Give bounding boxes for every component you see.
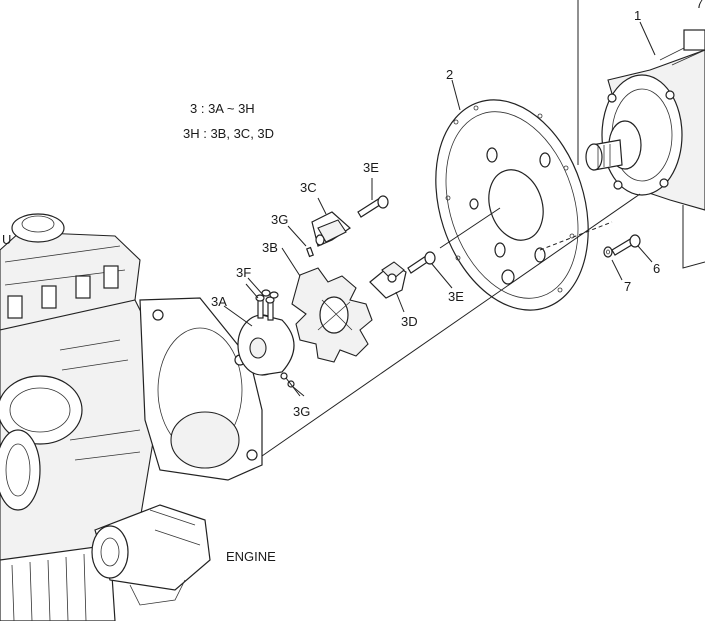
- bolt-6: [611, 234, 641, 256]
- coupling-hub-3A: [237, 289, 295, 388]
- bracket-3D: [369, 261, 407, 299]
- label-part-3E-top: 3E: [363, 160, 379, 175]
- label-part-1: 1: [634, 8, 641, 23]
- bolt-3E-upper: [357, 195, 389, 218]
- drive-plate-2: [435, 99, 589, 311]
- label-part-3G-bottom: 3G: [293, 404, 310, 419]
- injectors: [7, 265, 119, 319]
- label-part-6: 6: [653, 261, 660, 276]
- leader-lines: [223, 0, 705, 457]
- elastic-element-3B: [291, 267, 373, 363]
- starter-motor: [91, 504, 211, 606]
- label-part-3A: 3A: [211, 294, 227, 309]
- svg-text:U: U: [2, 232, 11, 247]
- engine-assembly: U: [0, 213, 263, 621]
- oil-filler-cap: [11, 213, 65, 243]
- group-note-line-1: 3 : 3A ~ 3H: [190, 101, 255, 116]
- bolt-3E-right: [407, 251, 436, 274]
- hydraulic-pump-1: [585, 29, 705, 211]
- label-part-3C: 3C: [300, 180, 317, 195]
- label-part-3F: 3F: [236, 265, 251, 280]
- label-part-3D: 3D: [401, 314, 418, 329]
- label-engine: ENGINE: [226, 549, 276, 564]
- label-part-3E-right: 3E: [448, 289, 464, 304]
- washer-7: [603, 246, 613, 258]
- group-note-line-2: 3H : 3B, 3C, 3D: [183, 126, 274, 141]
- label-part-2: 2: [446, 67, 453, 82]
- label-part-3B: 3B: [262, 240, 278, 255]
- label-part-3G-top: 3G: [271, 212, 288, 227]
- label-part-7: 7: [624, 279, 631, 294]
- clamp-3C: [305, 211, 351, 258]
- label-part-7-top: 7: [696, 0, 703, 11]
